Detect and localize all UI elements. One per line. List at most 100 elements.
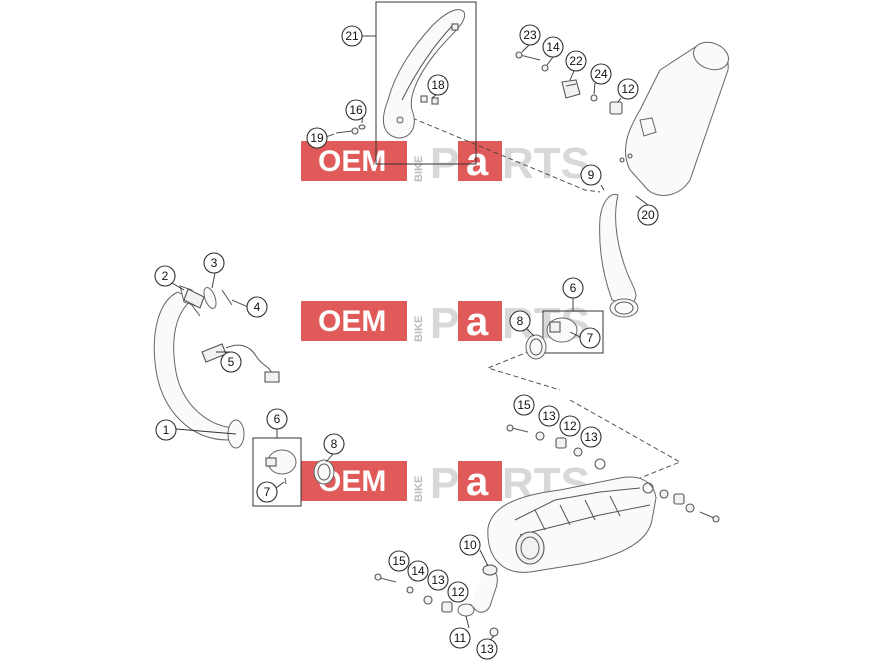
watermark-rts-text: RTS (502, 139, 590, 188)
callout-15-label: 15 (392, 554, 406, 568)
callout-14-label: 14 (411, 564, 425, 578)
callout-7-left: 7 (256, 481, 278, 503)
washer-13-top-a (535, 431, 545, 441)
callout-22-label: 22 (569, 54, 583, 68)
washer-13-top-b (573, 447, 583, 457)
callout-21-label: 21 (345, 29, 359, 43)
watermark-p-text: P (430, 299, 459, 348)
callout-14-top: 14 (542, 36, 564, 58)
callout-14-label: 14 (546, 40, 560, 54)
callout-23-label: 23 (523, 28, 537, 42)
callout-6-right: 6 (562, 277, 584, 299)
watermark-a-text: a (466, 300, 489, 344)
callout-5-label: 5 (228, 355, 235, 369)
callout-13-bottom-a: 13 (427, 569, 449, 591)
callout-23: 23 (519, 24, 541, 46)
callout-12-mid: 12 (559, 415, 581, 437)
clamp-screw-7-left (284, 477, 287, 485)
callout-4-label: 4 (254, 300, 261, 314)
callout-6-label: 6 (570, 281, 577, 295)
callout-8-left: 8 (323, 433, 345, 455)
callout-8-label: 8 (331, 437, 338, 451)
callout-2-label: 2 (162, 269, 169, 283)
spacer-24 (590, 94, 598, 102)
callout-9: 9 (580, 164, 602, 186)
watermark-bike-text: BIKE (413, 316, 425, 342)
callout-9-label: 9 (588, 168, 595, 182)
callout-10: 10 (459, 534, 481, 556)
washer-16 (358, 124, 366, 130)
washer-14-top (541, 64, 549, 72)
callout-6-label: 6 (274, 412, 281, 426)
leader-lines (171, 35, 649, 641)
callout-12-label: 12 (621, 82, 635, 96)
callout-15-bottom: 15 (388, 550, 410, 572)
callout-8-right: 8 (509, 310, 531, 332)
callout-15-top: 15 (513, 394, 535, 416)
washer-14-bottom (406, 586, 414, 594)
watermark-bike-text: BIKE (413, 156, 425, 182)
callout-14-bottom: 14 (407, 560, 429, 582)
watermark-oem-text: OEM (318, 145, 386, 178)
callout-4: 4 (246, 296, 268, 318)
watermark-a-text: a (466, 460, 489, 504)
rear-silencer (599, 41, 729, 318)
heat-shield (382, 9, 466, 139)
washer-13-bottom-a (423, 595, 433, 605)
watermark-middle: OEM BIKE P a RTS (301, 299, 590, 348)
small-grommets (420, 23, 459, 105)
assembly-line-silencer (569, 399, 682, 479)
callout-8-label: 8 (517, 314, 524, 328)
callout-13-label: 13 (584, 430, 598, 444)
assembly-line-clamp (486, 344, 561, 391)
seal-ring-8-left (313, 459, 335, 485)
callout-18: 18 (427, 74, 449, 96)
callout-1: 1 (155, 419, 177, 441)
callout-13-top-b: 13 (580, 426, 602, 448)
callout-7-label: 7 (587, 331, 594, 345)
callout-13-label: 13 (542, 409, 556, 423)
callouts: 21 23 14 22 24 12 18 16 19 9 20 2 3 4 5 … (154, 24, 659, 660)
screw-19 (335, 127, 359, 135)
callout-7-label: 7 (264, 485, 271, 499)
callout-2: 2 (154, 265, 176, 287)
mount-bolt-15-bottom (374, 573, 397, 583)
callout-24: 24 (590, 63, 612, 85)
rear-mount-parts (659, 489, 720, 523)
flange-gasket-2 (183, 288, 205, 309)
callout-21: 21 (341, 25, 363, 47)
watermark-bike-text: BIKE (413, 476, 425, 502)
callout-24-label: 24 (594, 67, 608, 81)
assembly-line-heat-shield (404, 114, 601, 193)
heat-shield-group-frame (375, 1, 477, 165)
callout-12-label: 12 (451, 585, 465, 599)
callout-3-label: 3 (211, 256, 218, 270)
exhaust-clamp-6-left (265, 449, 297, 475)
watermark-p-text: P (430, 459, 459, 508)
main-silencer-body (487, 458, 657, 573)
callout-12-top: 12 (617, 78, 639, 100)
bushing-12-mid (555, 437, 567, 449)
ring-3 (203, 287, 217, 309)
washer-13-bottom-b (489, 627, 499, 637)
bushing-12-top (609, 101, 623, 115)
lambda-sensor-5 (201, 343, 280, 383)
callout-13-label: 13 (431, 573, 445, 587)
callout-13-top-a: 13 (538, 405, 560, 427)
watermark-oem-text: OEM (318, 305, 386, 338)
callout-5: 5 (220, 351, 242, 373)
callout-22: 22 (565, 50, 587, 72)
bracket-22 (561, 79, 581, 99)
callout-10-label: 10 (463, 538, 477, 552)
callout-16-label: 16 (349, 103, 363, 117)
callout-7-right: 7 (579, 327, 601, 349)
callout-20: 20 (637, 204, 659, 226)
callout-11: 11 (449, 627, 471, 649)
watermark-a-text: a (466, 140, 489, 184)
callout-19-label: 19 (310, 131, 324, 145)
callout-19: 19 (306, 127, 328, 149)
callout-11-label: 11 (454, 631, 467, 645)
callout-12-bottom: 12 (447, 581, 469, 603)
exhaust-clamp-6-right (546, 317, 578, 343)
